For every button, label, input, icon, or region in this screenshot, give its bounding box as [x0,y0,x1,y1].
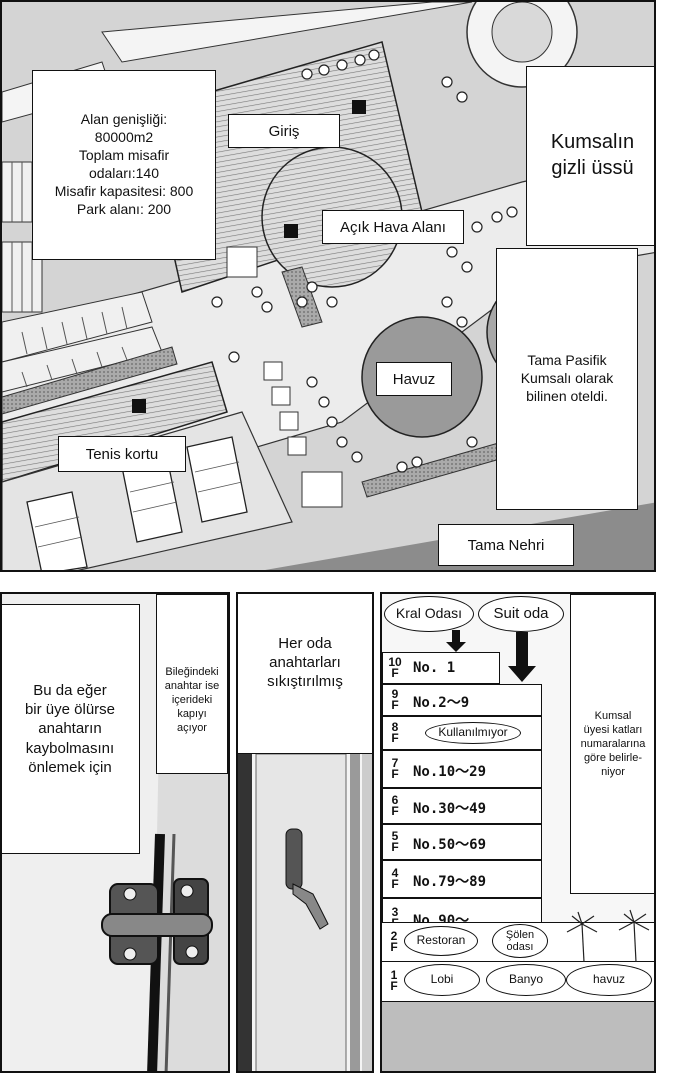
unused-floor-label: Kullanılmıyor [425,722,521,744]
label-open-air: Açık Hava Alanı [322,210,464,244]
floor-rooms: No.50～69 [413,837,487,853]
info-box: Alan genişliği: 80000m2 Toplam misafir o… [32,70,216,260]
floor-rooms: No.79～89 [413,874,487,890]
label-king-room: Kral Odası [384,596,474,632]
floor-number: 5 F [391,829,399,854]
floor-5: 5 F No.50～69 [382,824,542,860]
label-pool-area: havuz [566,964,652,996]
label-bath: Banyo [486,964,566,996]
label-pool: Havuz [376,362,452,396]
floor-rooms: No.10～29 [413,764,487,780]
floor-2: 2 F Restoran Şölen odası [382,922,654,962]
caption-floor-assignment: Kumsal üyesi katları numaralarına göre b… [570,594,654,894]
floor-number: 2 F [390,929,398,954]
floor-number: 1 F [390,968,398,993]
floor-rooms: No.30～49 [413,801,487,817]
caption-lost-key: Bu da eğer bir üye ölürse anahtarın kayb… [2,604,140,854]
floor-rooms: No.2～9 [413,695,470,711]
floor-8: 8 F Kullanılmıyor [382,716,542,750]
floor-number: 4 F [391,866,399,891]
caption-hidden-base: Kumsalın gizli üssü [526,66,654,246]
floor-6: 6 F No.30～49 [382,788,542,824]
key-panel: Her oda anahtarları sıkıştırılmış [236,592,374,1073]
palm-tree-icon [566,909,650,963]
map-panel: Alan genişliği: 80000m2 Toplam misafir o… [0,0,656,572]
label-banquet-hall: Şölen odası [492,924,548,958]
label-entrance: Giriş [228,114,340,148]
label-restaurant: Restoran [404,926,478,956]
floor-number: 9 F [391,687,399,712]
arrow-icon [446,630,536,682]
label-lobby: Lobi [404,964,480,996]
floor-4: 4 F No.79～89 [382,860,542,898]
building-panel: Kral Odası Suit oda 10 F No. 1 9 F No.2～… [380,592,656,1073]
label-suite-room: Suit oda [478,596,564,632]
floor-1: 1 F Lobi Banyo havuz [382,962,654,1002]
caption-wrist-key: Bileğindeki anahtar ise içerideki kapıyı… [156,594,228,774]
floor-9: 9 F No.2～9 [382,684,542,716]
basement-area [382,1002,654,1071]
label-tennis: Tenis kortu [58,436,186,472]
floor-rooms: No. 1 [413,660,456,676]
floor-number: 8 F [391,720,399,745]
floor-number: 6 F [391,793,399,818]
floor-number: 7 F [391,756,399,781]
caption-hotel: Tama Pasifik Kumsalı olarak bilinen otel… [496,248,638,510]
floor-number: 10 F [388,655,402,680]
floor-10: 10 F No. 1 [382,652,500,684]
floor-7: 7 F No.10～29 [382,750,542,788]
lock-panel: Bu da eğer bir üye ölürse anahtarın kayb… [0,592,230,1073]
caption-room-keys: Her oda anahtarları sıkıştırılmış [238,594,372,754]
label-river: Tama Nehri [438,524,574,566]
